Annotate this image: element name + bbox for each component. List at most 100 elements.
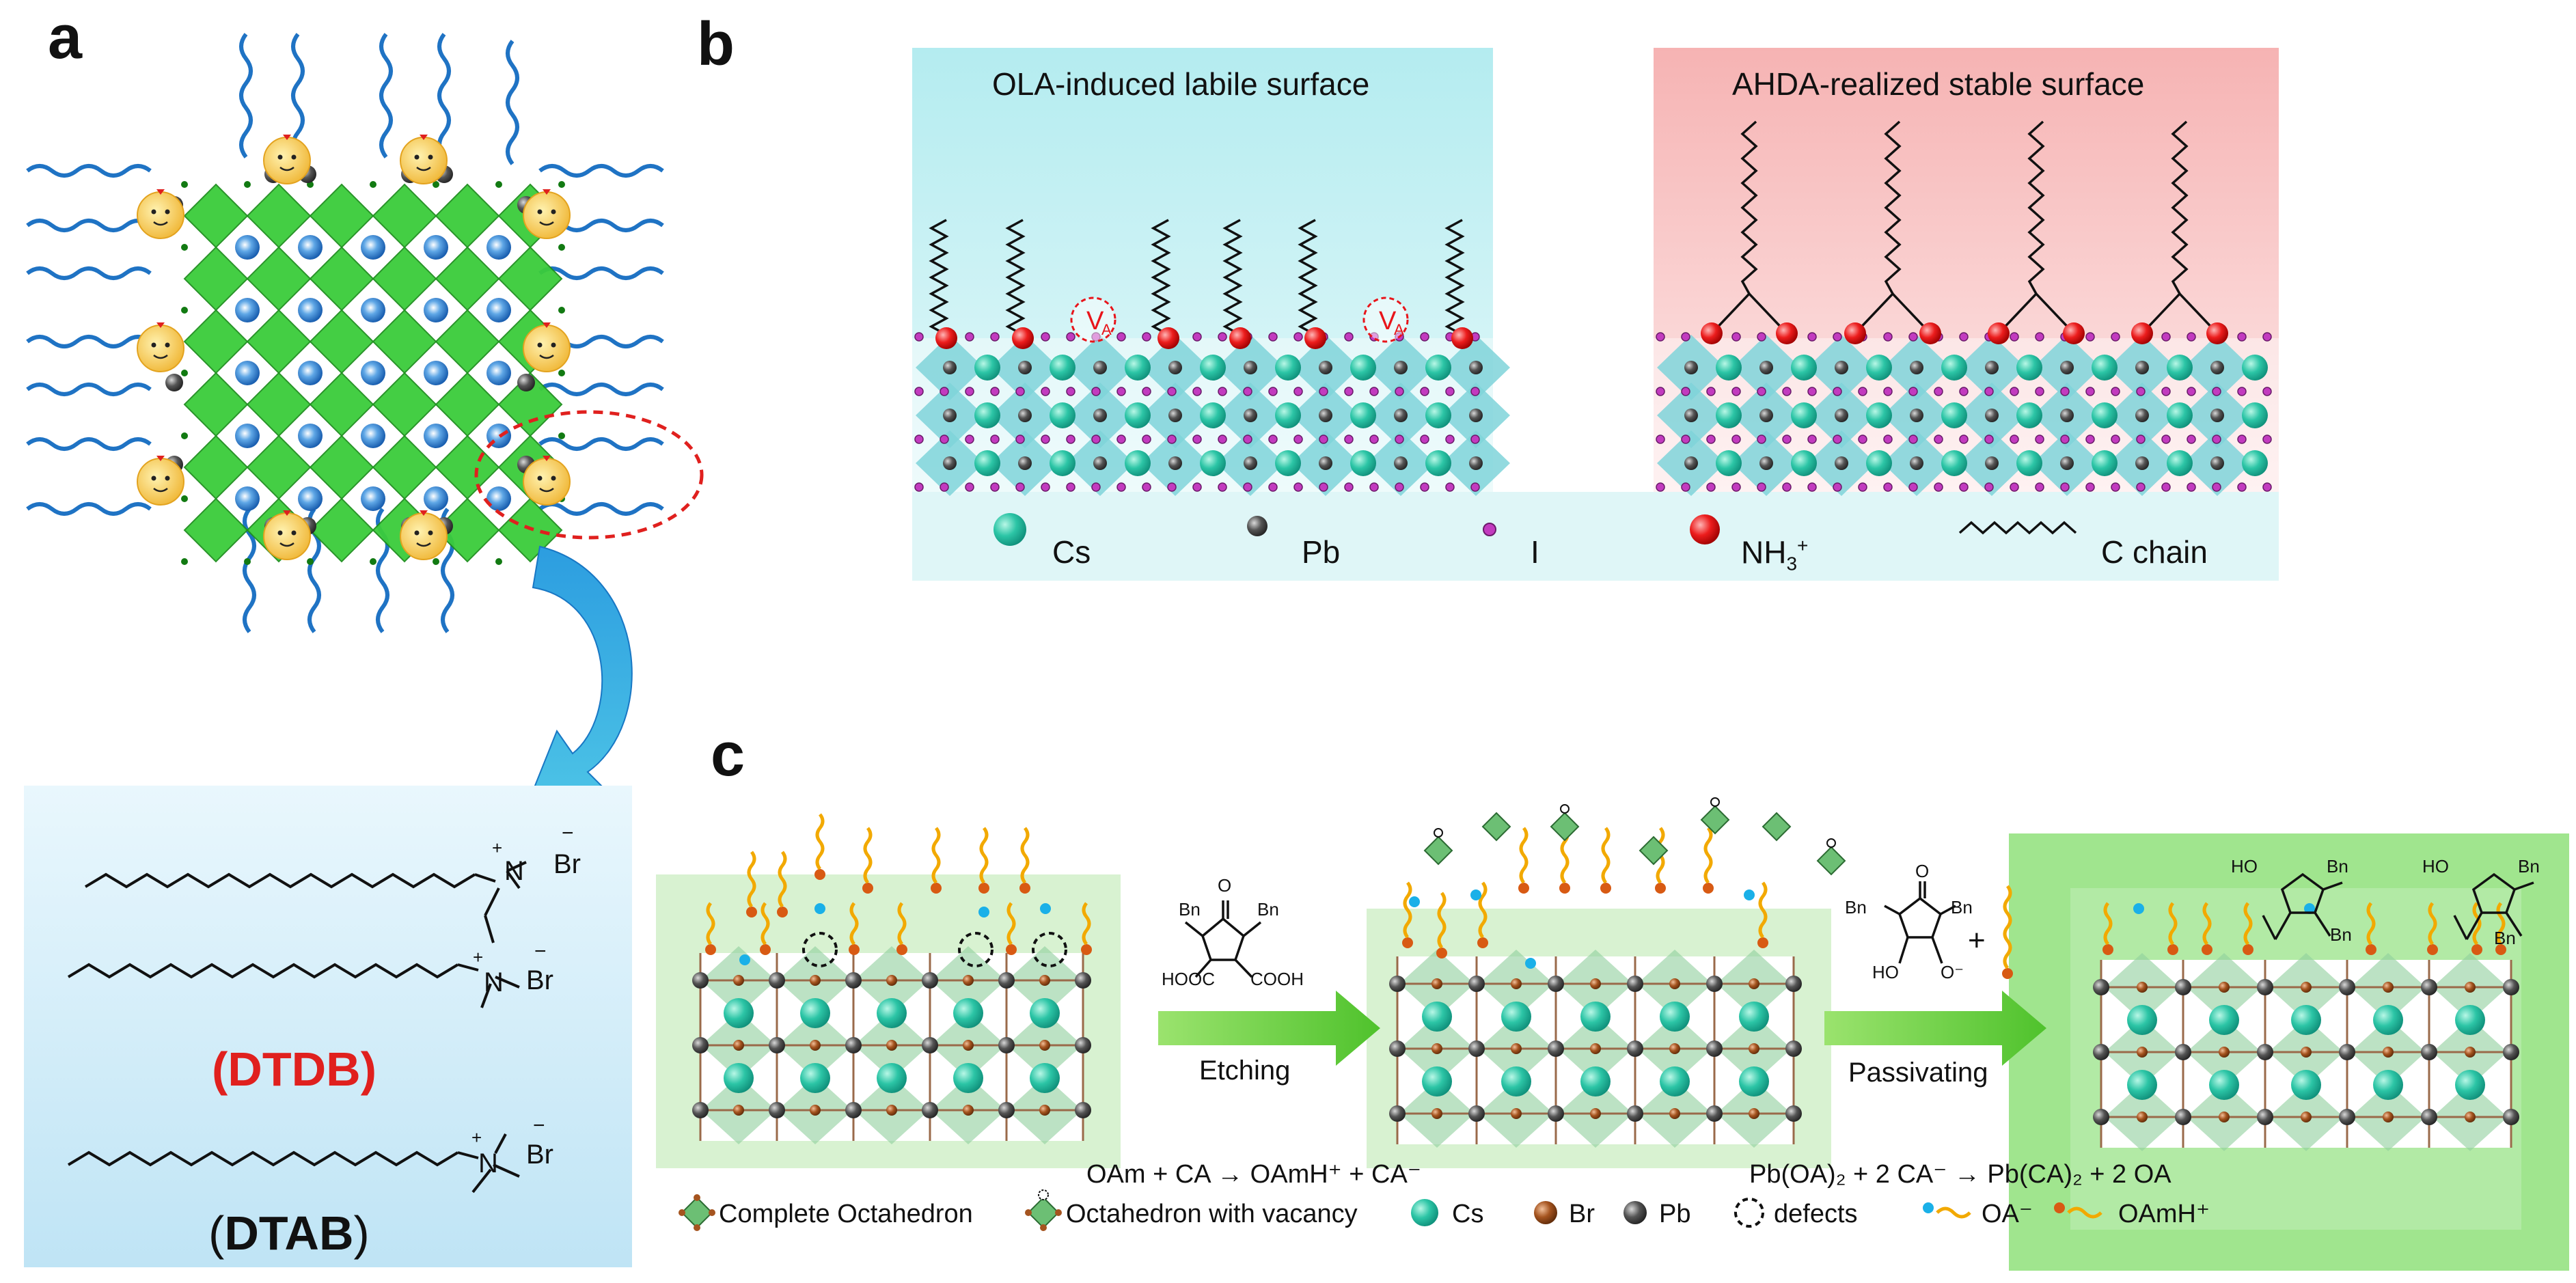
br-atom (963, 1040, 974, 1051)
iodide-atom (1192, 332, 1202, 342)
cs-atom (2242, 402, 2268, 428)
iodide-atom (1656, 332, 1665, 342)
octahedron (246, 183, 312, 249)
cs-atom (1791, 402, 1817, 428)
slab-passivated (2093, 953, 2519, 1151)
cs-atom (2127, 1070, 2157, 1100)
iodide-atom (2212, 482, 2221, 492)
pb-atom (2093, 1044, 2109, 1060)
defects-legend-icon (1734, 1198, 1764, 1228)
iodide-atom (1268, 387, 1278, 396)
pb-atom (998, 1037, 1015, 1053)
iodide-atom (1757, 387, 1766, 396)
cs-atom (1501, 1002, 1531, 1032)
br-atom (1749, 978, 1759, 989)
pb-atom (2135, 409, 2149, 422)
br-atom (2383, 982, 2394, 993)
iodide-atom (1293, 434, 1303, 444)
ca-o: O (1218, 875, 1232, 896)
iodide-atom (965, 387, 974, 396)
pb-atom (2421, 979, 2437, 995)
pb-atom (1394, 409, 1408, 422)
pb-atom (1389, 976, 1406, 992)
nh3-sup: + (1797, 535, 1809, 556)
iodide-atom (1142, 332, 1151, 342)
nh3-sphere (1776, 322, 1798, 344)
oa-legend-icon (1923, 1202, 1971, 1219)
nh3-legend-icon (1690, 514, 1720, 544)
pb-atom (1706, 1040, 1723, 1057)
ligand-tail (761, 902, 770, 946)
cs-atom (1425, 402, 1451, 428)
left-slab (912, 332, 1510, 496)
octahedron (246, 434, 312, 500)
dtab-br-charge: − (533, 1114, 545, 1137)
pb-atom (1985, 361, 1999, 374)
pb-atom (1835, 409, 1848, 422)
octahedron (246, 246, 312, 312)
pb-atom (1469, 409, 1483, 422)
ligand-head (849, 944, 860, 955)
octahedron (435, 183, 500, 249)
br-atom (963, 1105, 974, 1116)
iodide-atom (1420, 332, 1429, 342)
cation-sphere (298, 486, 323, 511)
iodide-atom (2111, 387, 2120, 396)
iodide-atom (1369, 482, 1379, 492)
ligand-head (1040, 903, 1051, 914)
pb-atom (1835, 456, 1848, 470)
cs-atom (1125, 402, 1151, 428)
ligand-tail (1403, 881, 1412, 939)
ligand-tail (863, 827, 873, 884)
cs-atom (877, 1063, 907, 1093)
ligand-head (2243, 944, 2253, 955)
iodide-atom (1420, 387, 1429, 396)
iodide-atom (1041, 387, 1050, 396)
plus-sign: + (1968, 924, 1986, 957)
iodide-atom (2010, 482, 2019, 492)
cation-sphere (235, 298, 260, 322)
vacancy-marker: V A (1362, 296, 1409, 343)
ligand-head (1409, 896, 1420, 907)
ligand-tail (1082, 902, 1091, 946)
pb-atom (2503, 1109, 2519, 1125)
cs-atom (1050, 450, 1075, 476)
pb-atom (769, 1037, 785, 1053)
iodide-atom (2111, 332, 2120, 342)
vacancy-letter: V (1086, 307, 1104, 335)
cs-atom (953, 1063, 983, 1093)
pb-atom (1093, 456, 1107, 470)
pb-atom (1468, 1105, 1485, 1122)
pb-atom (692, 972, 709, 989)
br-atom (2301, 1112, 2312, 1122)
pb-atom (692, 1037, 709, 1053)
cs-atom (1941, 450, 1967, 476)
pb-atom (1785, 1040, 1802, 1057)
iodide-atom (1066, 387, 1075, 396)
chain-legend-icon (1958, 521, 2077, 535)
iodide-atom (2085, 434, 2095, 444)
panel-label-a: a (48, 3, 83, 72)
ligand-head (2304, 903, 2315, 914)
cs-atom (1350, 402, 1376, 428)
equation-passivating: Pb(OA)₂ + 2 CA⁻ → Pb(CA)₂ + 2 OA (1749, 1160, 2171, 1189)
cs-atom (2092, 450, 2118, 476)
pb-legend-icon (1247, 516, 1268, 536)
iodide-atom (914, 387, 924, 396)
cs-legend-icon (994, 513, 1026, 546)
iodide-atom (1344, 332, 1354, 342)
ligand-head (2002, 968, 2013, 979)
dtab-name: DTAB (224, 1206, 354, 1260)
pb-atom (845, 1102, 862, 1118)
iodide-atom (1883, 387, 1893, 396)
dtab-close: ) (353, 1206, 370, 1260)
ligand-head (2427, 944, 2438, 955)
br-atom (1511, 978, 1522, 989)
dtdb-structure (67, 861, 527, 1008)
pb-atom (2339, 1044, 2355, 1060)
ligand-head (1703, 883, 1714, 894)
dtdb-charge-1: + (492, 838, 503, 858)
br-atom (1511, 1108, 1522, 1119)
iodide-atom (1908, 332, 1918, 342)
ligand-head (1600, 883, 1611, 894)
